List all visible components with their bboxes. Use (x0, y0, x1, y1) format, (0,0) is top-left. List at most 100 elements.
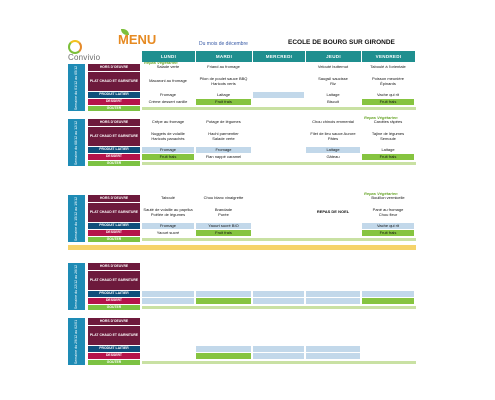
row-label-dessert: DESSERT (88, 353, 140, 359)
week-tag-label: Semaine du 22/12 au 26/12 (74, 264, 79, 309)
menu-cell-produit (253, 147, 304, 153)
row-label-hors: HORS D'OEUVRE (88, 64, 140, 71)
menu-cell-plat (142, 271, 194, 290)
menu-cell-hors: Bouillon vermicelle (371, 195, 405, 201)
menu-cell-produit (362, 346, 414, 352)
menu-cell-dessert (306, 298, 360, 304)
menu-cell-plat: Nuggets de volaille Haricots panachés (151, 131, 185, 141)
row-label-hors: HORS D'OEUVRE (88, 195, 140, 202)
week-separator (68, 313, 416, 318)
row-label-hors: HORS D'OEUVRE (88, 318, 140, 325)
menu-cell-dessert (306, 353, 360, 359)
menu-cell-plat (306, 271, 360, 290)
menu-cell-hors: Taboulé à l'orientale (370, 64, 406, 70)
row-label-produit: PRODUIT LAITIER (88, 92, 140, 98)
menu-cell-produit (306, 291, 360, 297)
row-label-gouter: GOUTER (88, 237, 140, 242)
school-name: ECOLE DE BOURG SUR GIRONDE (288, 39, 395, 46)
menu-cell-produit (253, 346, 304, 352)
menu-cell-plat (362, 271, 414, 290)
menu-cell-hors (253, 318, 304, 325)
menu-cell-dessert: Fruit frais (362, 99, 414, 105)
vegetarian-label: Repas Végétarien (364, 115, 398, 120)
menu-cell-hors: Velouté butternut (317, 64, 349, 70)
menu-cell-plat (306, 326, 360, 345)
menu-cell-dessert (253, 154, 304, 160)
menu-cell-dessert (306, 230, 360, 236)
menu-cell-plat (362, 326, 414, 345)
week-tag: Semaine du 15/12 au 19/12 (68, 195, 85, 242)
menu-cell-plat: Brandade Purée (214, 207, 233, 217)
menu-cell-hors (362, 318, 414, 325)
row-label-produit: PRODUIT LAITIER (88, 291, 140, 297)
menu-cell-hors (253, 195, 304, 202)
week-tag: Semaine du 22/12 au 26/12 (68, 263, 85, 310)
month-label: Du mois de décembre (199, 41, 248, 47)
menu-cell-produit (196, 291, 251, 297)
menu-cell-produit: Laitage (216, 91, 231, 97)
menu-cell-produit: Fromage (142, 147, 194, 153)
menu-title-text: MENU (118, 32, 157, 47)
gouter-strip (142, 162, 416, 165)
menu-cell-hors: Friand au fromage (207, 64, 240, 70)
menu-cell-dessert (196, 353, 251, 359)
menu-cell-hors (142, 263, 194, 270)
menu-cell-produit: Fromage (159, 91, 176, 97)
menu-cell-produit (362, 291, 414, 297)
menu-cell-dessert: Fruit frais (196, 99, 251, 105)
menu-cell-produit: Vache qui rit (377, 91, 399, 97)
menu-cell-hors: Carottes râpées (373, 119, 403, 125)
menu-cell-dessert: Fruit frais (142, 154, 194, 160)
menu-cell-plat (253, 72, 304, 91)
menu-cell-dessert (253, 230, 304, 236)
menu-cell-produit (253, 223, 304, 229)
menu-cell-produit: Fromage (196, 147, 251, 153)
menu-cell-hors (306, 195, 360, 202)
menu-cell-hors: Crêpe au fromage (151, 119, 185, 125)
week-tag-label: Semaine du 15/12 au 19/12 (74, 196, 79, 241)
row-label-dessert: DESSERT (88, 298, 140, 304)
gouter-strip (142, 238, 416, 241)
menu-cell-hors (253, 64, 304, 71)
menu-cell-plat: Hachi parmentier Salade verte (208, 131, 239, 141)
menu-cell-dessert (253, 353, 304, 359)
vegetarian-label: Repas Végétarien (144, 60, 178, 65)
menu-cell-dessert (362, 353, 414, 359)
row-label-gouter: GOUTER (88, 161, 140, 166)
menu-cell-produit: Laitage (306, 147, 360, 153)
menu-cell-dessert (142, 353, 194, 359)
vegetarian-label: Repas Végétarien (364, 191, 398, 196)
row-label-dessert: DESSERT (88, 99, 140, 105)
menu-cell-produit: Yaourt sucré BIO (196, 223, 251, 229)
row-label-gouter: GOUTER (88, 360, 140, 365)
week-separator (68, 245, 416, 250)
day-header-mercredi: MERCREDI (253, 51, 305, 62)
row-label-hors: HORS D'OEUVRE (88, 119, 140, 126)
menu-cell-plat (142, 326, 194, 345)
menu-cell-dessert: Crème dessert vanille (148, 98, 188, 104)
menu-cell-hors (196, 318, 251, 325)
menu-cell-dessert: Gâteau (326, 153, 340, 159)
menu-cell-hors: Salade verte (156, 64, 180, 70)
menu-cell-dessert: Fruit frais (362, 154, 414, 160)
menu-cell-plat: Pilon de poulet sauce BBQ Haricots verts (199, 76, 248, 86)
logo-ring-icon (68, 40, 82, 54)
menu-cell-dessert (253, 99, 304, 105)
row-label-gouter: GOUTER (88, 106, 140, 111)
week-tag-label: Semaine du 08/12 au 12/12 (74, 120, 79, 165)
menu-cell-hors: Taboulé (160, 195, 175, 201)
week-tag-label: Semaine du 29/12 au 02/01 (74, 319, 79, 364)
menu-cell-hors: Potage de légumes (206, 119, 241, 125)
menu-cell-plat (253, 326, 304, 345)
day-header-lundi: LUNDI (142, 51, 195, 62)
menu-cell-produit: Laitage (326, 91, 340, 97)
row-label-plat: PLAT CHAUD ET GARNITURE (88, 203, 140, 222)
row-label-dessert: DESSERT (88, 154, 140, 160)
gouter-strip (142, 361, 416, 364)
menu-cell-produit (253, 92, 304, 98)
row-label-dessert: DESSERT (88, 230, 140, 236)
menu-cell-dessert (362, 298, 414, 304)
menu-cell-dessert: Fruit frais (362, 230, 414, 236)
leaf-icon (121, 29, 129, 35)
